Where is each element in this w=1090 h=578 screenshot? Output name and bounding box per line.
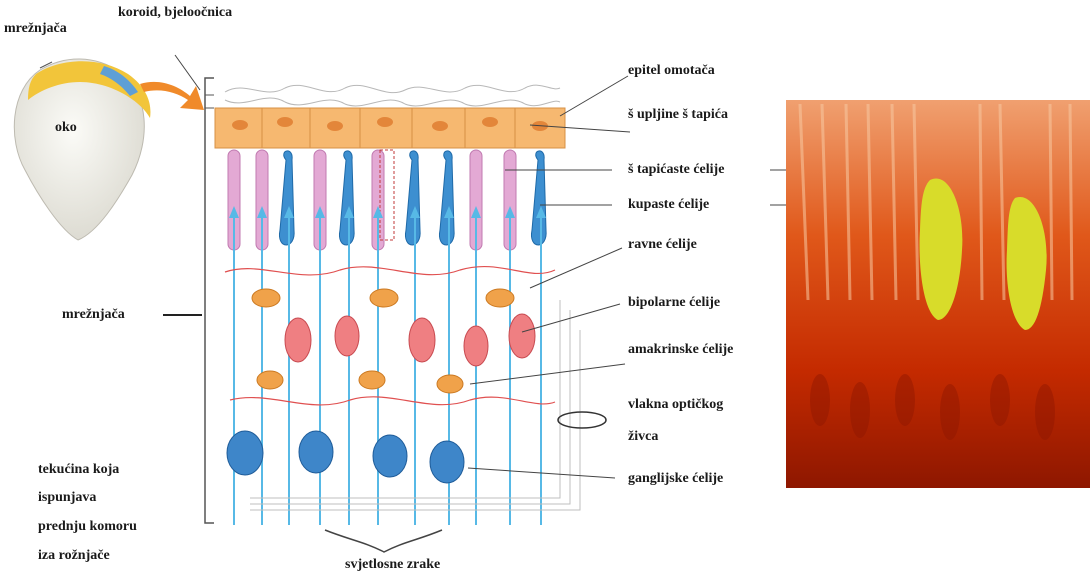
label-koroid-bjeloocnica: koroid, bjeloočnica — [118, 4, 232, 22]
label-tekucina-1: tekućina koja — [38, 461, 119, 479]
label-tekucina-3: prednju komoru — [38, 518, 137, 536]
label-tekucina-2: ispunjava — [38, 489, 96, 507]
label-ravne-celije: ravne ćelije — [628, 236, 697, 254]
pigment-epithelium — [215, 108, 565, 148]
retina-bracket — [205, 78, 214, 523]
label-stapicaste-celije: š tapićaste ćelije — [628, 161, 724, 179]
label-epitel-omotaca: epitel omotača — [628, 62, 715, 80]
amacrine-cells — [257, 371, 463, 393]
light-rays-brace — [325, 530, 442, 552]
label-mreznjaca-left: mrežnjača — [62, 306, 125, 324]
label-tekucina-4: iza rožnjače — [38, 547, 110, 565]
eye-illustration — [14, 59, 150, 240]
label-svjetlosne-zrake: svjetlosne zrake — [345, 556, 440, 574]
photoreceptor-layer — [228, 150, 546, 250]
horizontal-cells — [252, 289, 514, 307]
label-kupaste-celije: kupaste ćelije — [628, 196, 709, 214]
label-vlakna-1: vlakna optičkog — [628, 396, 723, 414]
label-vlakna-2: živca — [628, 428, 658, 446]
label-supljine-stapica: š upljine š tapića — [628, 106, 728, 124]
bipolar-cells — [285, 314, 535, 366]
label-amakrinske-celije: amakrinske ćelije — [628, 341, 733, 359]
label-ganglijske-celije: ganglijske ćelije — [628, 470, 723, 488]
choroid-layer — [225, 85, 560, 106]
label-bipolarne-celije: bipolarne ćelije — [628, 294, 720, 312]
label-oko: oko — [55, 119, 77, 137]
retina-micrograph — [786, 100, 1090, 488]
label-mreznjaca-top: mrežnjača — [4, 20, 67, 38]
light-rays — [234, 210, 541, 525]
